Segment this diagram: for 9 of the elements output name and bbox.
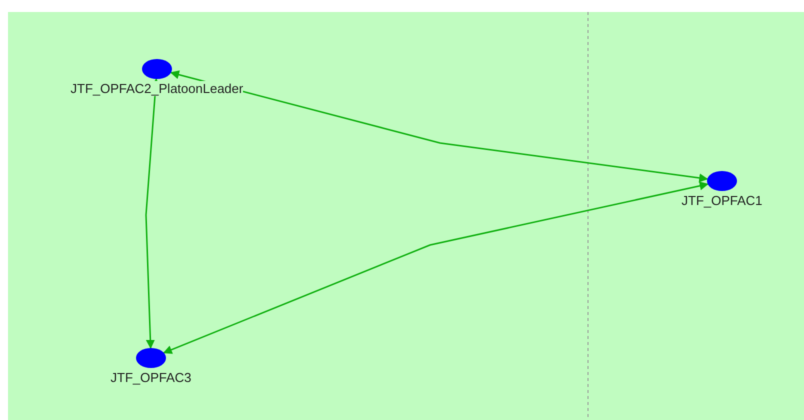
node-label: JTF_OPFAC3 bbox=[110, 370, 192, 385]
node-label: JTF_OPFAC2_PlatoonLeader bbox=[70, 81, 244, 96]
network-node bbox=[110, 348, 192, 385]
network-node bbox=[682, 171, 762, 208]
connector-arrow bbox=[162, 181, 709, 354]
connector-arrow bbox=[170, 70, 708, 182]
node-label: JTF_OPFAC1 bbox=[682, 193, 762, 208]
network-node bbox=[70, 59, 244, 96]
connector-arrow bbox=[145, 78, 160, 349]
